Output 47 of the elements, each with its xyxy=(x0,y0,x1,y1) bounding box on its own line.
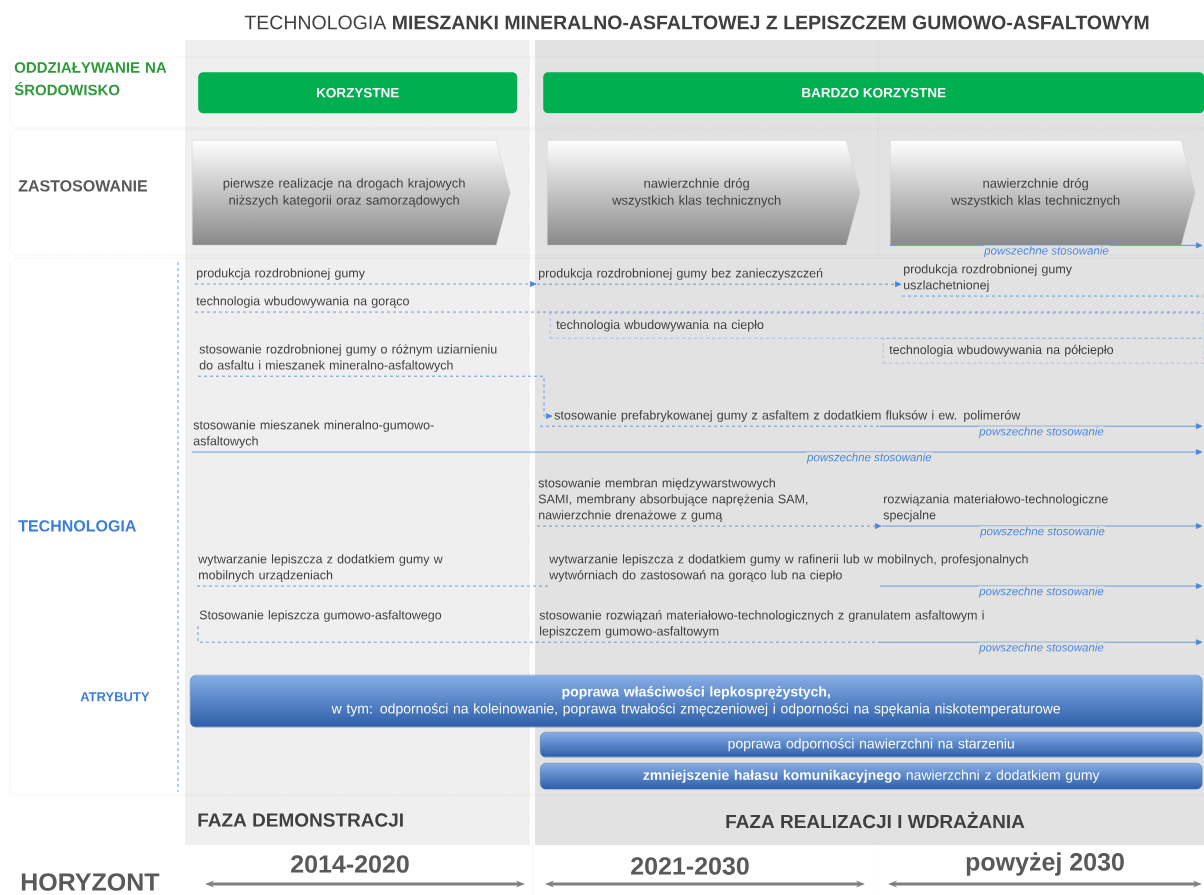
row-header: ATRYBUTY xyxy=(80,692,150,702)
arrow xyxy=(879,583,1203,589)
rating-bar: KORZYSTNE xyxy=(198,72,518,114)
technology-label: stosowanie mieszanek mineralno-gumowo-asfaltowych xyxy=(193,420,434,448)
dashed-arrow xyxy=(194,281,537,287)
technology-label: stosowanie prefabrykowanej gumy z asfaltem z dodatkiem fluksów i ew. polimerów xyxy=(554,410,1021,422)
row-header: ZASTOSOWANIE xyxy=(18,180,148,192)
dashed-box: technologia wbudowywania na półciepło xyxy=(883,338,1204,364)
attribute-bar: poprawa odporności nawierzchni na starzeniu xyxy=(540,732,1203,758)
technology-label: stosowanie rozwiązań materiałowo-technologicznych z granulatem asfaltowym i lepiszczem gumowo-asfaltowym xyxy=(539,610,984,638)
arrow xyxy=(191,449,1203,455)
edge-label: powszechne stosowanie xyxy=(979,526,1106,539)
dashed-box: technologia wbudowywania na ciepło xyxy=(550,313,1204,339)
technology-label: Stosowanie lepiszcza gumowo-asfaltowego xyxy=(199,610,442,622)
process-banner: pierwsze realizacje na drogach krajowych niższych kategorii oraz samorządowych xyxy=(192,140,511,246)
edge-label: powszechne stosowanie xyxy=(978,642,1105,655)
technology-label: rozwiązania materiałowo-technologiczne specjalne xyxy=(883,494,1108,522)
technology-label: stosowanie rozdrobnionej gumy o różnym uziarnieniu do asfaltu i mieszanek mineralno-asfaltowych xyxy=(199,344,497,372)
year-label: 2014-2020 xyxy=(291,855,409,873)
phase-label: FAZA DEMONSTRACJI xyxy=(198,813,403,827)
title: TECHNOLOGIA MIESZANKI MINERALNO-ASFALTOWEJ Z LEPISZCZEM GUMOWO-ASFALTOWYM xyxy=(244,15,1149,30)
technology-label: produkcja rozdrobnionej gumy bez zanieczyszczeń xyxy=(539,268,823,280)
row-header: TECHNOLOGIA xyxy=(18,520,136,532)
process-banner: nawierzchnie dróg wszystkich klas technicznych xyxy=(547,140,861,246)
edge-label: powszechne stosowanie xyxy=(978,426,1105,439)
arrow xyxy=(881,523,1203,529)
arrow xyxy=(889,242,1203,249)
dashed-arrow xyxy=(536,281,902,288)
technology-label: produkcja rozdrobnionej gumy xyxy=(197,268,365,280)
row-header: HORYZONT xyxy=(21,873,160,891)
edge-label: powszechne stosowanie xyxy=(978,586,1105,599)
row-header: ODDZIAŁYWANIE NA ŚRODOWISKO xyxy=(14,62,167,96)
process-banner: nawierzchnie dróg wszystkich klas technicznych xyxy=(890,140,1196,246)
attribute-bar: zmniejszenie hałasu komunikacyjnego nawierzchni z dodatkiem gumy xyxy=(540,763,1203,790)
technology-label: technologia wbudowywania na gorąco xyxy=(196,296,409,308)
attribute-bar: poprawa właściwości lepkosprężystych, w tym: odporności na koleinowanie, poprawa trwałości zmęczeniowej i odporności na spękania niskotemperaturowe xyxy=(190,675,1203,728)
technology-label: wytwarzanie lepiszcza z dodatkiem gumy w rafinerii lub w mobilnych, profesjonalnych wytwórniach do zastosowań na gorąco lub na ciepło xyxy=(549,554,1028,582)
technology-label: wytwarzanie lepiszcza z dodatkiem gumy w mobilnych urządzeniach xyxy=(198,554,443,582)
technology-label: produkcja rozdrobnionej gumy uszlachetnionej xyxy=(904,264,1072,292)
phase-label: FAZA REALIZACJI I WDRAŻANIA xyxy=(726,811,1025,829)
dashed-arrow xyxy=(197,375,553,419)
edge-label: powszechne stosowanie xyxy=(806,452,933,465)
year-label: 2021-2030 xyxy=(631,857,749,875)
technology-label: stosowanie membran międzywarstwowych SAMI, membrany absorbujące naprężenia SAM, nawierzchnie drenażowe z gumą xyxy=(538,478,808,522)
year-label: powyżej 2030 xyxy=(966,852,1124,876)
rating-bar: BARDZO KORZYSTNE xyxy=(543,72,1204,114)
dashed-arrow xyxy=(536,523,882,529)
